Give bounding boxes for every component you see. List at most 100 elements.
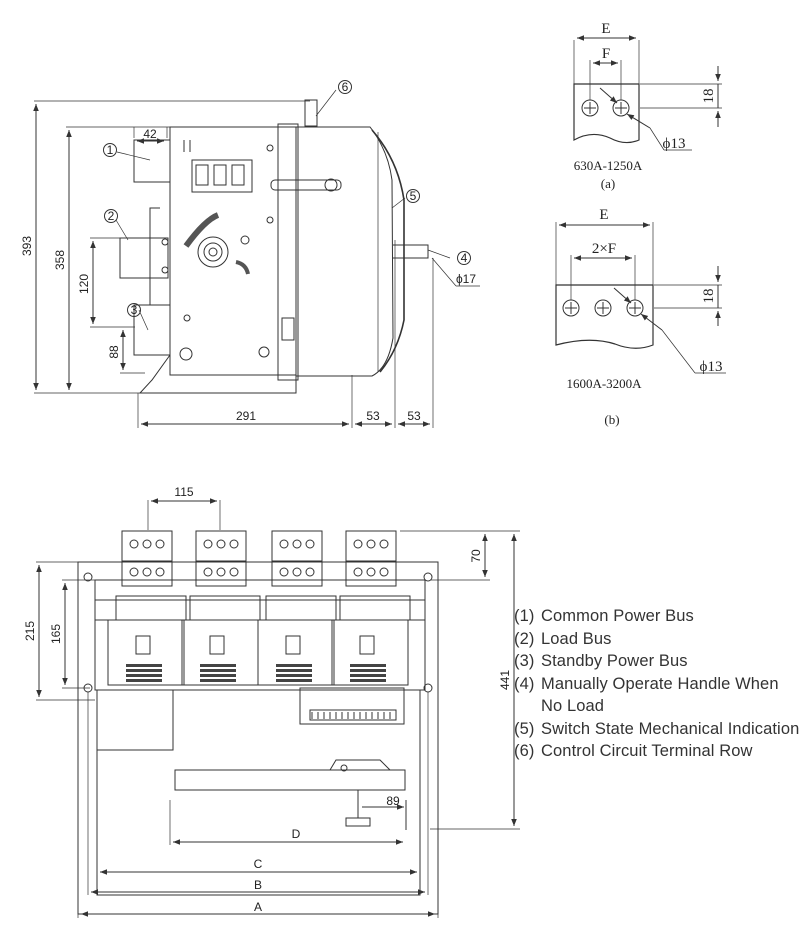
dim-88: 88: [107, 345, 121, 359]
legend-item-5: (5) Switch State Mechanical Indication: [514, 718, 800, 741]
terminal-hole: [353, 567, 363, 577]
pole-lower-terminal: [271, 560, 323, 587]
terminal-hole: [155, 567, 165, 577]
legend-item-2: (2) Load Bus: [514, 628, 800, 651]
front-view: [36, 498, 520, 918]
side-view-labels: 1 2 3 4 5 6 393 358 120 88 42 291 53 53 …: [20, 80, 476, 423]
terminal-hole: [353, 539, 363, 549]
legend-text: Control Circuit Terminal Row: [541, 742, 753, 760]
callout-2: [104, 209, 118, 223]
dim-phi17: ϕ17: [456, 272, 476, 286]
callout-3: [127, 303, 141, 317]
legend-text: Switch State Mechanical Indication: [541, 719, 800, 738]
detail-a-labels: E F 18 ϕ13 630A-1250A (a): [574, 21, 717, 191]
pole-top-terminal: [345, 530, 397, 562]
dim-165: 165: [49, 624, 63, 644]
terminal-hole: [292, 539, 302, 549]
arc-plate: [350, 664, 386, 667]
pole-lower-terminal: [121, 560, 173, 587]
arc-plate: [126, 669, 162, 672]
detail-b-dim-18: 18: [701, 289, 717, 304]
detail-b-range: 1600A-3200A: [566, 376, 642, 391]
detail-b-caption: (b): [604, 412, 619, 427]
legend-text: Load Bus: [541, 629, 612, 648]
detail-a-caption: (a): [601, 176, 615, 191]
detail-a: [573, 35, 722, 151]
detail-b: [555, 222, 726, 374]
terminal-hole: [366, 539, 376, 549]
legend-item-6: (6) Control Circuit Terminal Row: [514, 740, 800, 763]
arc-plate: [200, 674, 236, 677]
dim-53-a: 53: [366, 409, 380, 423]
callout-3-label: 3: [131, 303, 138, 317]
detail-a-dim-e: E: [601, 21, 610, 37]
callout-1-label: 1: [107, 143, 114, 157]
arc-plate: [276, 669, 312, 672]
terminal-hole: [292, 567, 302, 577]
terminal-hole: [216, 567, 226, 577]
terminal-hole: [229, 539, 239, 549]
terminal-hole: [142, 539, 152, 549]
detail-a-hole-dia: ϕ13: [663, 136, 686, 152]
arc-plate: [126, 679, 162, 682]
terminal-hole: [203, 567, 213, 577]
terminal-hole: [279, 539, 289, 549]
legend-text: Manually Operate Handle When No Load: [541, 674, 779, 716]
detail-a-dim-18: 18: [701, 89, 717, 104]
arc-plate: [276, 679, 312, 682]
legend-num: (2): [514, 629, 535, 648]
terminal-hole: [279, 567, 289, 577]
dim-89: 89: [386, 794, 400, 808]
dim-c: C: [254, 857, 263, 871]
arc-plate: [126, 664, 162, 667]
legend-item-4: (4) Manually Operate Handle When No Load: [514, 673, 800, 718]
callout-5-label: 5: [410, 189, 417, 203]
pole-window: [359, 635, 375, 655]
front-view-labels: 115 70 441 215 165 89 D C B A: [23, 485, 512, 914]
legend-text: Standby Power Bus: [541, 652, 688, 670]
arc-plate: [276, 674, 312, 677]
dim-a: A: [254, 900, 262, 914]
legend-num: (1): [514, 607, 535, 625]
terminal-hole: [129, 539, 139, 549]
dim-d: D: [292, 827, 301, 841]
terminal-hole: [142, 567, 152, 577]
legend-text: Common Power Bus: [541, 607, 694, 625]
callout-4: [457, 251, 471, 265]
terminal-hole: [379, 567, 389, 577]
dim-b: B: [254, 878, 262, 892]
detail-b-labels: E 2×F 18 ϕ13 1600A-3200A (b): [566, 207, 722, 427]
pole-top-terminal: [271, 530, 323, 562]
pole-lower-terminal: [345, 560, 397, 587]
dim-291: 291: [236, 409, 256, 423]
dim-120: 120: [77, 274, 91, 294]
arc-plate: [276, 664, 312, 667]
callout-6-label: 6: [342, 80, 349, 94]
dim-70: 70: [469, 549, 483, 563]
pole-top-terminal: [121, 530, 173, 562]
dim-441: 441: [498, 670, 512, 690]
callout-5: [406, 189, 420, 203]
dim-358: 358: [53, 250, 67, 270]
terminal-hole: [305, 567, 315, 577]
legend-num: (5): [514, 719, 535, 738]
detail-a-dim-f: F: [602, 46, 610, 62]
legend-num: (6): [514, 742, 535, 760]
detail-b-dim-e: E: [599, 207, 608, 223]
dim-53-b: 53: [407, 409, 421, 423]
pole-window: [209, 635, 225, 655]
dim-393: 393: [20, 236, 34, 256]
terminal-hole: [379, 539, 389, 549]
legend-item-3: (3) Standby Power Bus: [514, 650, 800, 673]
legend: (1) Common Power Bus (2) Load Bus (3) St…: [514, 605, 800, 763]
dim-215: 215: [23, 621, 37, 641]
arc-plate: [200, 679, 236, 682]
terminal-hole: [366, 567, 376, 577]
arc-plate: [350, 674, 386, 677]
pole-window: [285, 635, 301, 655]
callout-2-label: 2: [108, 209, 115, 223]
side-view: [33, 80, 480, 428]
detail-a-range: 630A-1250A: [574, 158, 643, 173]
arc-plate: [126, 674, 162, 677]
